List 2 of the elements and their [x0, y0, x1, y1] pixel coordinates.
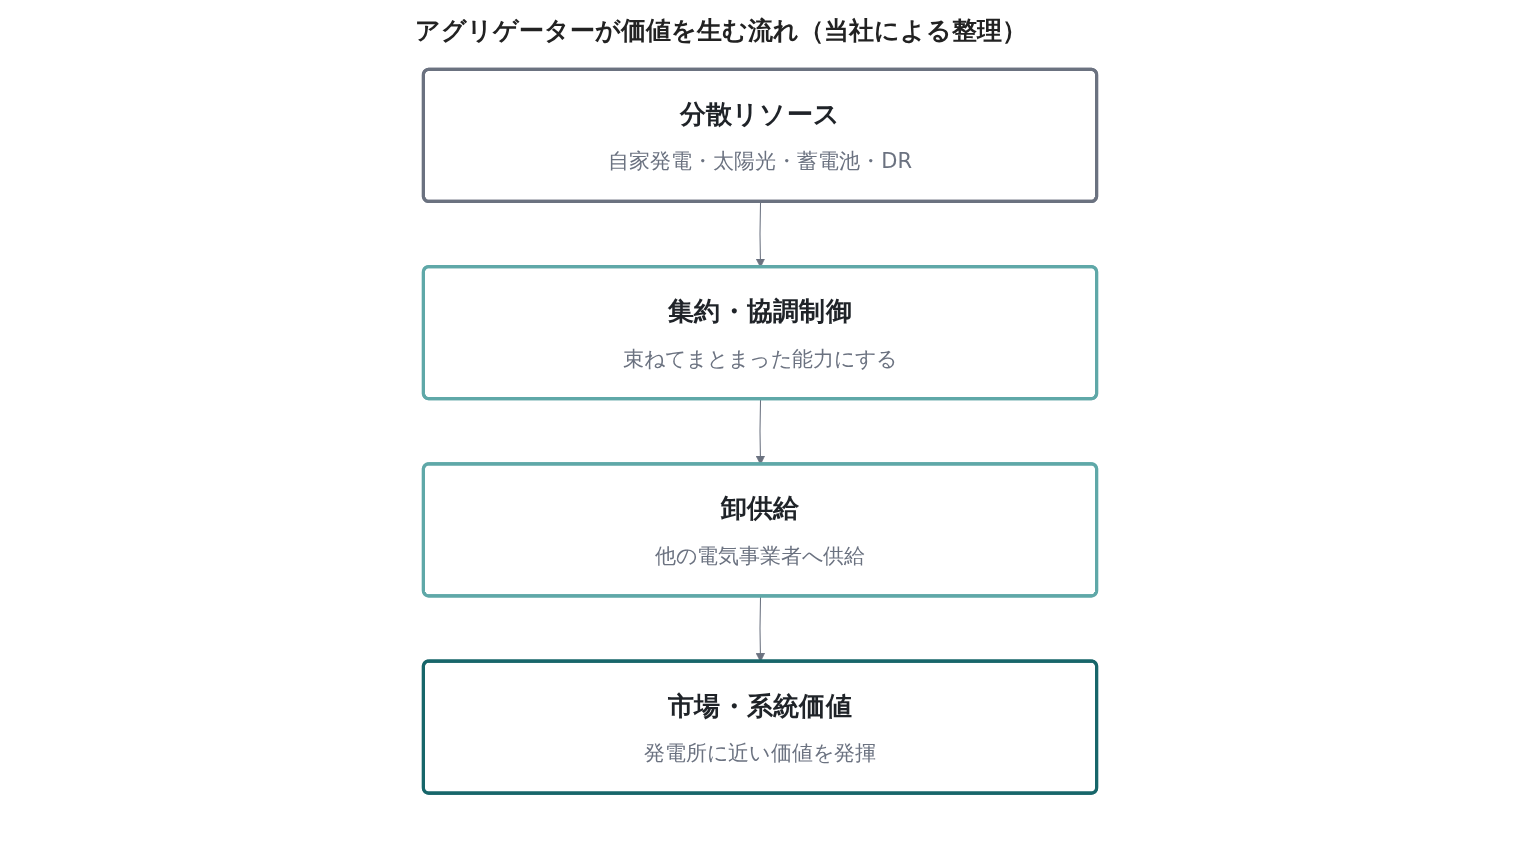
arrow — [755, 595, 765, 662]
diagram-title: アグリゲーターが価値を生む流れ（当社による整理） — [415, 15, 1027, 47]
